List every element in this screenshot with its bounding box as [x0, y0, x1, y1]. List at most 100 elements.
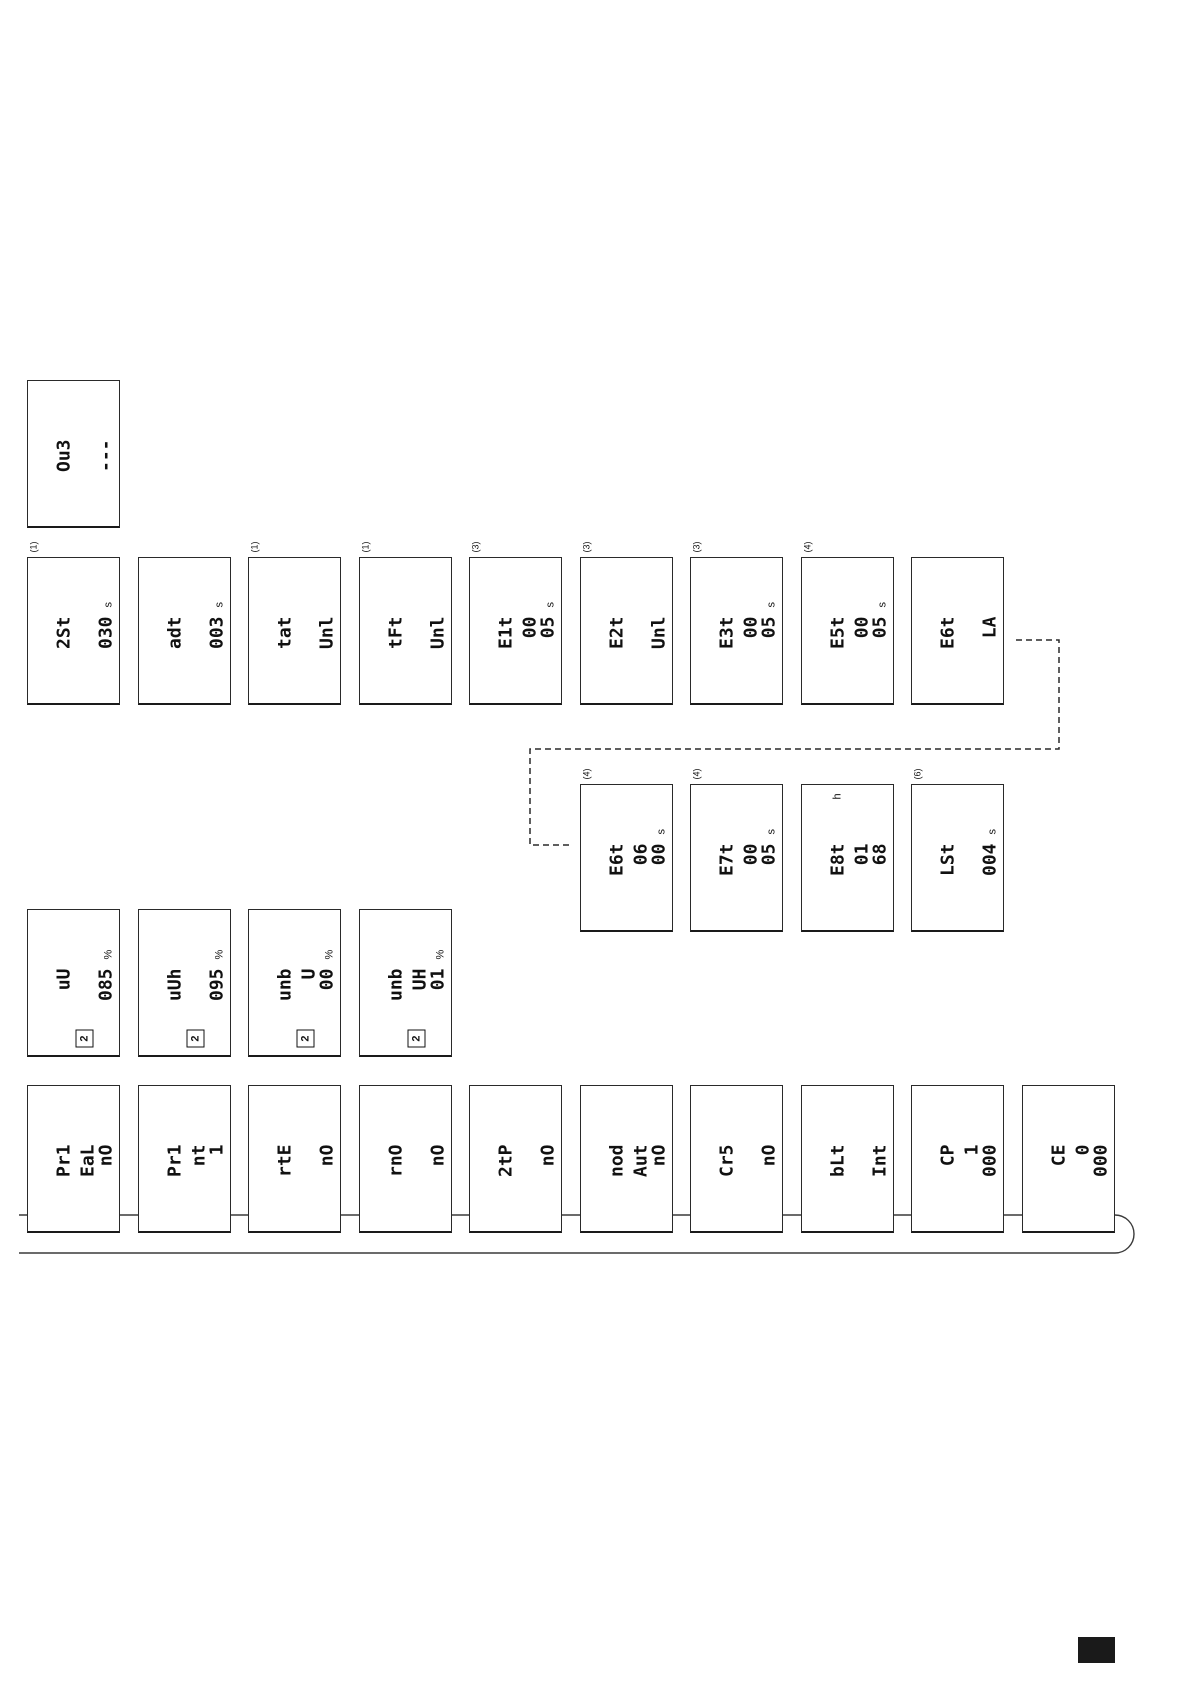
- display-line-1: LSt: [937, 843, 958, 877]
- display-line-2: U: [298, 968, 319, 980]
- timing-alternative-display: LSt 004 s: [911, 784, 1004, 932]
- display-line-3: 05: [758, 616, 779, 639]
- unit-label: s: [765, 602, 777, 608]
- display-line-2: 0: [1072, 1144, 1093, 1156]
- display-line-3: 05: [758, 843, 779, 866]
- parameter-page-badge: 2: [407, 1029, 425, 1048]
- display-line-1: E7t: [716, 843, 737, 877]
- display-line-3: 004: [979, 843, 1000, 877]
- display-line-3: 01: [427, 968, 448, 991]
- display-line-1: Pr1: [164, 1144, 185, 1178]
- settings-display: rtE nO: [248, 1085, 341, 1233]
- display-line-2: 00: [740, 843, 761, 866]
- display-screen-content: rnO nO: [359, 1085, 452, 1233]
- settings-loop-line: [19, 1214, 1135, 1254]
- display-line-2: Aut: [630, 1144, 651, 1178]
- display-line-3: 68: [869, 843, 890, 866]
- display-line-1: CE: [1048, 1144, 1069, 1167]
- timing-setting-display: tFt Unl: [359, 557, 452, 705]
- footnote-reference: (3): [691, 541, 701, 553]
- display-line-3: 00: [316, 968, 337, 991]
- display-line-1: rtE: [274, 1144, 295, 1178]
- display-line-1: rnO: [385, 1144, 406, 1178]
- display-line-3: ---: [95, 439, 116, 473]
- display-line-1: uUh: [164, 968, 185, 1002]
- display-line-3: nO: [316, 1144, 337, 1167]
- unit-label: s: [213, 602, 225, 608]
- unit-label: s: [765, 829, 777, 835]
- display-screen-content: tFt Unl: [359, 557, 452, 705]
- display-line-1: E5t: [827, 616, 848, 650]
- display-line-3: Unl: [648, 616, 669, 650]
- display-line-3: Int: [869, 1144, 890, 1178]
- display-line-3: nO: [95, 1144, 116, 1167]
- display-line-1: bLt: [827, 1144, 848, 1178]
- display-line-1: Pr1: [53, 1144, 74, 1178]
- display-line-1: E1t: [495, 616, 516, 650]
- unit-label: %: [323, 949, 335, 960]
- display-screen-content: bLt Int: [801, 1085, 894, 1233]
- display-line-3: nO: [758, 1144, 779, 1167]
- footnote-reference: (4): [581, 768, 591, 780]
- display-line-2: EaL: [77, 1144, 98, 1178]
- footnote-reference: (6): [912, 768, 922, 780]
- display-line-1: uU: [53, 968, 74, 991]
- display-line-2: 00: [851, 616, 872, 639]
- page-edge-tab: [1078, 1637, 1115, 1663]
- display-line-1: E2t: [606, 616, 627, 650]
- footnote-reference: (1): [249, 541, 259, 553]
- parameter-page-badge: 2: [186, 1029, 204, 1048]
- unit-label: s: [544, 602, 556, 608]
- unit-label: s: [986, 829, 998, 835]
- display-line-1: nod: [606, 1144, 627, 1178]
- display-line-1: tFt: [385, 616, 406, 650]
- footnote-reference: (4): [691, 768, 701, 780]
- display-line-3: nO: [427, 1144, 448, 1167]
- display-line-1: unb: [274, 968, 295, 1002]
- display-line-1: E6t: [606, 843, 627, 877]
- parameter-page-badge: 2: [296, 1029, 314, 1048]
- display-line-1: Ou3: [53, 439, 74, 473]
- display-line-3: 05: [869, 616, 890, 639]
- display-line-3: Unl: [427, 616, 448, 650]
- alternative-path-dashed-line: [529, 639, 1060, 846]
- display-line-2: nt: [188, 1144, 209, 1167]
- display-screen-content: E2t Unl: [580, 557, 673, 705]
- unit-label: s: [876, 602, 888, 608]
- display-line-1: E8t: [827, 843, 848, 877]
- display-line-3: 085: [95, 968, 116, 1002]
- display-line-2: 1: [961, 1144, 982, 1156]
- output-display: Ou3 ---: [27, 380, 120, 528]
- display-line-3: 095: [206, 968, 227, 1002]
- display-line-1: E6t: [937, 616, 958, 650]
